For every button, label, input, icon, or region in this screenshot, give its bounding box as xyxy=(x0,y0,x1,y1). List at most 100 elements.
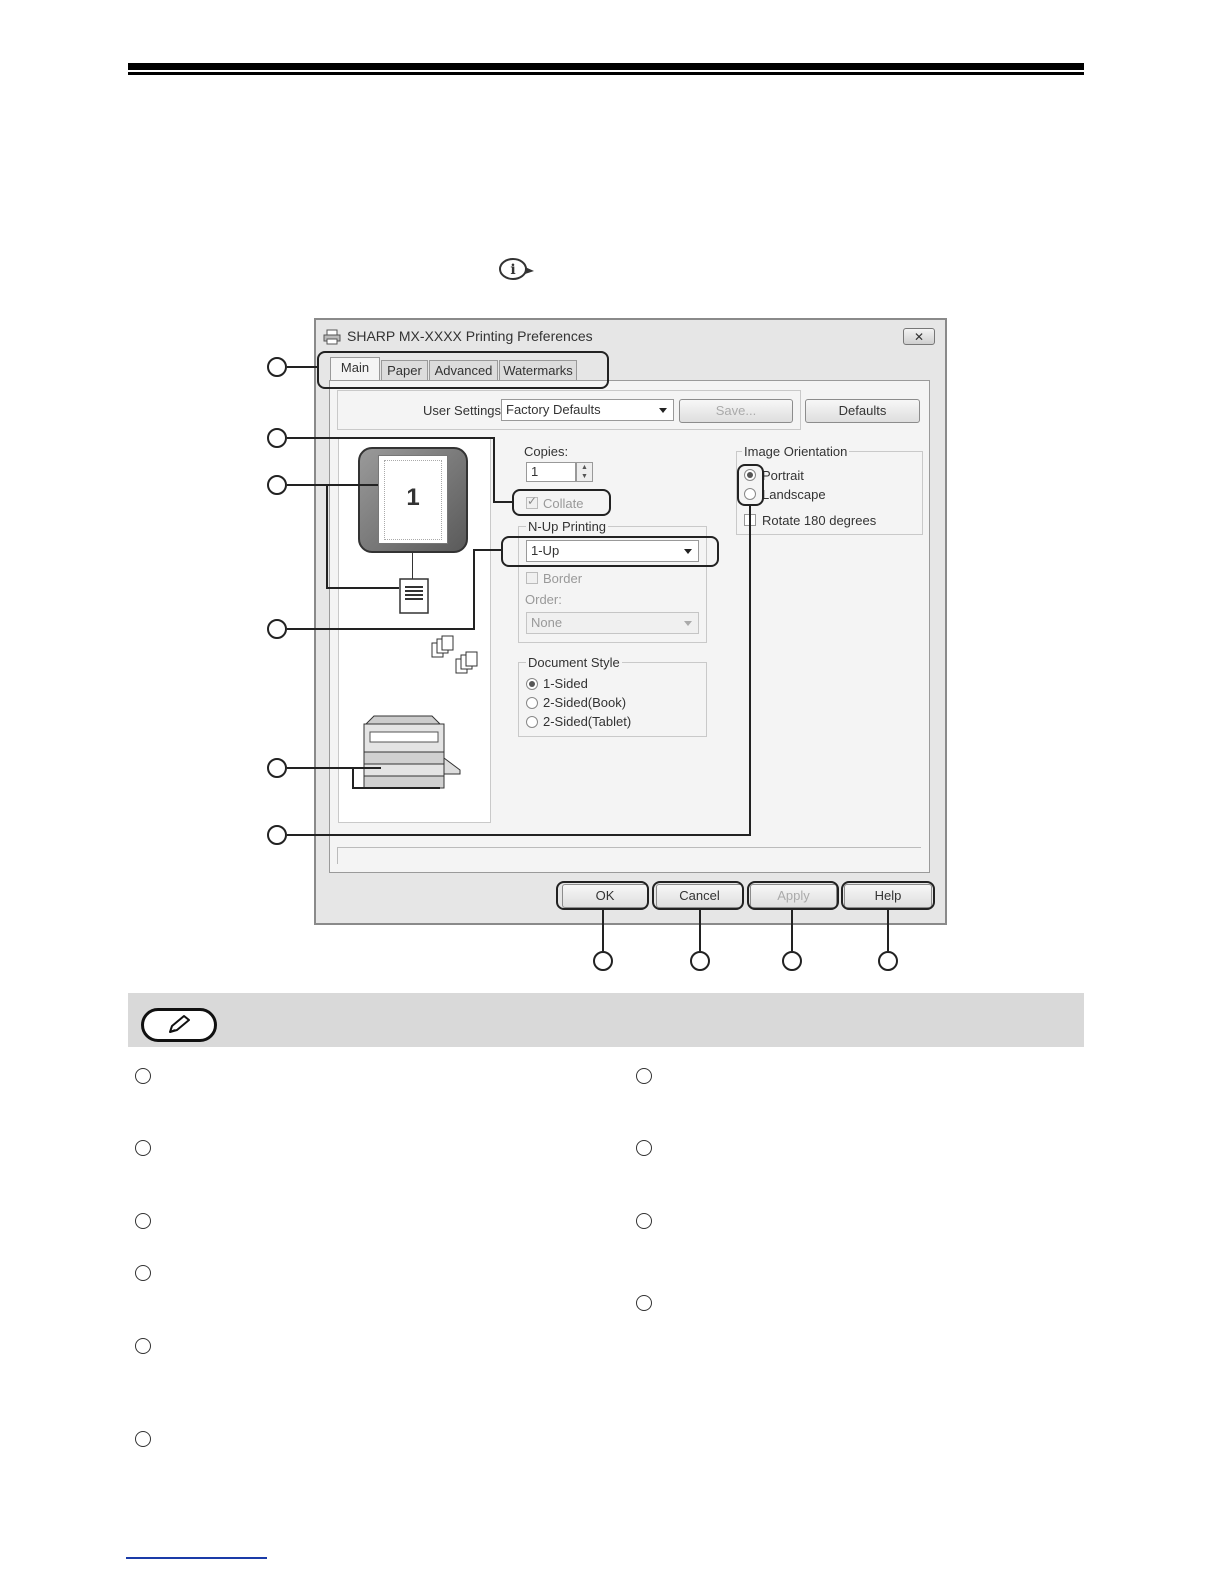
tab-paper[interactable]: Paper xyxy=(381,360,428,380)
header-rule-thick xyxy=(128,63,1084,70)
callout-marker xyxy=(267,825,287,845)
document-style-group-label: Document Style xyxy=(526,655,622,670)
tab-watermarks[interactable]: Watermarks xyxy=(499,360,577,380)
radio-2-sided-tablet-label: 2-Sided(Tablet) xyxy=(543,714,632,729)
info-hand-icon: i xyxy=(499,258,534,280)
leader-line xyxy=(887,910,889,951)
list-item-marker xyxy=(636,1295,652,1311)
list-item-marker xyxy=(135,1213,151,1229)
save-button[interactable]: Save... xyxy=(679,399,793,423)
callout-highlight-ok xyxy=(556,881,649,910)
chevron-down-icon xyxy=(684,549,692,554)
callout-marker xyxy=(267,619,287,639)
callout-marker xyxy=(267,475,287,495)
chevron-down-icon xyxy=(684,621,692,626)
callout-highlight-orientation xyxy=(737,464,764,506)
cancel-button[interactable]: Cancel xyxy=(656,884,743,908)
help-button[interactable]: Help xyxy=(844,884,932,908)
nup-printing-group xyxy=(518,526,707,643)
leader-line xyxy=(287,366,317,368)
callout-marker xyxy=(267,758,287,778)
defaults-button[interactable]: Defaults xyxy=(805,399,920,423)
leader-line xyxy=(473,549,475,630)
user-settings-select[interactable]: Factory Defaults xyxy=(501,399,674,421)
nup-value: 1-Up xyxy=(531,543,560,558)
dialog-title: SHARP MX-XXXX Printing Preferences xyxy=(347,328,593,344)
apply-button[interactable]: Apply xyxy=(750,884,837,908)
footer-link[interactable] xyxy=(126,1557,267,1559)
leader-line xyxy=(326,484,328,589)
leader-line xyxy=(602,910,604,951)
collate-label: Collate xyxy=(543,496,584,511)
preview-page-number: 1 xyxy=(406,484,420,511)
header-rule-thin xyxy=(128,72,1084,75)
radio-portrait[interactable] xyxy=(744,469,756,481)
border-checkbox[interactable] xyxy=(526,572,538,584)
leader-line xyxy=(287,437,494,439)
note-badge xyxy=(141,1008,217,1042)
list-item-marker xyxy=(135,1140,151,1156)
rotate-180-label: Rotate 180 degrees xyxy=(762,513,877,528)
leader-line xyxy=(493,501,512,503)
leader-line xyxy=(287,628,474,630)
preview-connector xyxy=(412,553,413,579)
note-banner xyxy=(128,993,1084,1047)
copies-label: Copies: xyxy=(524,444,569,459)
preview-page-margin xyxy=(384,460,442,540)
callout-highlight-nup xyxy=(501,536,719,567)
list-item-marker xyxy=(135,1431,151,1447)
radio-2-sided-book-label: 2-Sided(Book) xyxy=(543,695,627,710)
radio-landscape[interactable] xyxy=(744,488,756,500)
list-item-marker xyxy=(135,1265,151,1281)
callout-marker xyxy=(782,951,802,971)
close-button[interactable]: ✕ xyxy=(903,328,935,345)
radio-landscape-label: Landscape xyxy=(762,487,826,502)
leader-line xyxy=(493,437,495,503)
leader-line xyxy=(287,767,381,769)
order-label: Order: xyxy=(525,592,562,607)
leader-line xyxy=(352,787,440,789)
status-bar xyxy=(337,847,921,864)
pencil-icon xyxy=(169,1015,190,1033)
list-item-marker xyxy=(636,1140,652,1156)
leader-line xyxy=(791,910,793,951)
printer-machine-icon xyxy=(363,715,461,789)
radio-2-sided-book[interactable] xyxy=(526,697,538,709)
radio-1-sided[interactable] xyxy=(526,678,538,690)
border-label: Border xyxy=(543,571,583,586)
leader-line xyxy=(287,834,751,836)
preview-page xyxy=(378,455,448,544)
collate-checkbox[interactable]: ✓ xyxy=(526,494,538,509)
leader-line xyxy=(352,767,354,788)
checkmark-icon: ✓ xyxy=(527,494,538,508)
list-item-marker xyxy=(135,1068,151,1084)
ok-button[interactable]: OK xyxy=(562,884,648,908)
user-settings-value: Factory Defaults xyxy=(506,402,601,417)
radio-2-sided-tablet[interactable] xyxy=(526,716,538,728)
callout-highlight-tabs xyxy=(317,351,609,389)
callout-highlight-apply xyxy=(747,881,839,910)
copies-stepper[interactable]: ▲▼ xyxy=(576,462,593,482)
order-select[interactable]: None xyxy=(526,612,699,634)
nup-group-label: N-Up Printing xyxy=(526,519,609,534)
radio-1-sided-label: 1-Sided xyxy=(543,676,588,691)
order-value: None xyxy=(531,615,563,630)
callout-marker xyxy=(267,428,287,448)
leader-line xyxy=(699,910,701,951)
leader-line xyxy=(749,506,751,836)
leader-line xyxy=(473,549,501,551)
tab-main[interactable]: Main xyxy=(330,357,380,381)
tab-advanced[interactable]: Advanced xyxy=(429,360,498,380)
svg-text:i: i xyxy=(510,262,515,278)
callout-marker xyxy=(593,951,613,971)
list-item-marker xyxy=(636,1213,652,1229)
callout-marker xyxy=(267,357,287,377)
callout-marker xyxy=(878,951,898,971)
copies-input[interactable]: 1 xyxy=(526,462,576,482)
list-item-marker xyxy=(135,1338,151,1354)
callout-highlight-cancel xyxy=(652,881,744,910)
nup-select[interactable]: 1-Up xyxy=(526,540,699,562)
user-settings-label: User Settings: xyxy=(423,403,505,418)
radio-portrait-label: Portrait xyxy=(762,468,804,483)
document-icon xyxy=(399,578,429,614)
